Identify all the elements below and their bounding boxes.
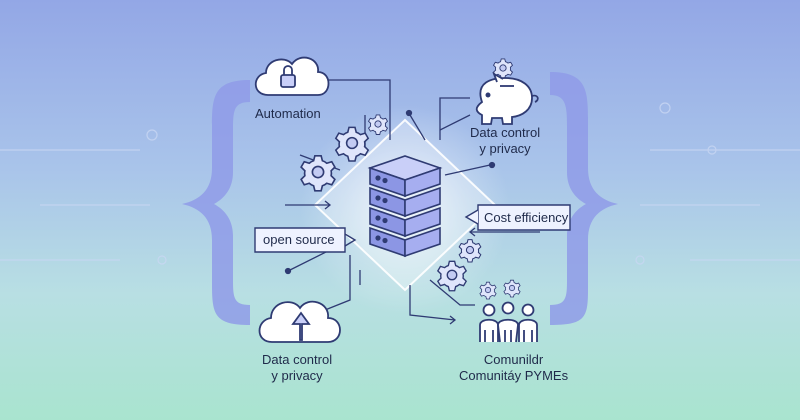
right-bracket — [550, 72, 618, 325]
lock-cloud-icon — [254, 56, 330, 96]
upload-cloud-icon — [258, 300, 341, 343]
label-line: y privacy — [271, 368, 323, 383]
label-automation: Automation — [255, 106, 321, 121]
piggy-bank-icon — [475, 72, 539, 125]
label-open-source: open source — [263, 232, 335, 247]
label-data-control-top: Data control y privacy — [470, 125, 540, 157]
decorative-lines — [0, 102, 800, 265]
label-cost-efficiency: Cost efficiency — [484, 210, 569, 225]
label-community: Comunildr Comunitáy PYMEs — [459, 352, 568, 384]
left-bracket — [182, 80, 250, 325]
label-line: Comunildr — [483, 352, 544, 367]
label-line: Data control — [470, 125, 541, 140]
people-group-icon — [479, 301, 538, 343]
server-stack-icon — [367, 155, 443, 258]
open-source-tab — [254, 227, 357, 253]
cost-efficiency-tab — [464, 204, 571, 231]
gear-icon — [503, 279, 521, 298]
gear-icon — [479, 281, 497, 300]
label-line: Comunitáy PYMEs — [459, 368, 569, 383]
label-data-control-bottom: Data control y privacy — [262, 352, 332, 384]
label-line: Data control — [262, 352, 333, 367]
label-line: y privacy — [479, 141, 531, 156]
